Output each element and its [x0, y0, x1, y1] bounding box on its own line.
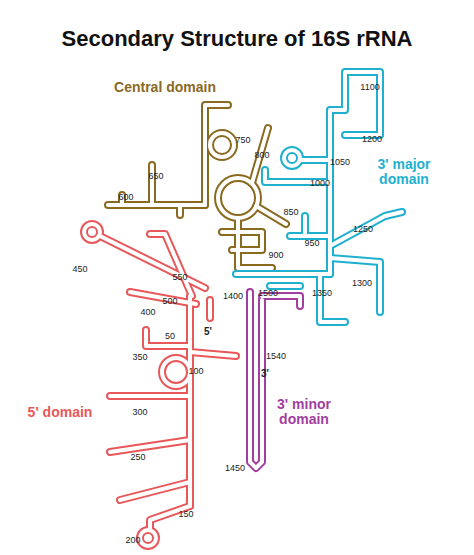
position-number: 350 [132, 353, 147, 363]
position-number: 1100 [360, 83, 379, 93]
position-number: 50 [165, 332, 175, 342]
position-number: 600 [118, 193, 133, 203]
position-number: 1450 [225, 464, 245, 474]
position-number: 950 [304, 239, 319, 249]
position-number: 450 [72, 265, 87, 275]
position-number: 1400 [223, 292, 243, 302]
position-number: 1250 [353, 225, 373, 235]
domain-label: 5' domain [28, 405, 93, 420]
position-number: 800 [254, 151, 269, 161]
diagram-title: Secondary Structure of 16S rRNA [0, 26, 474, 52]
position-number: 1000 [310, 179, 330, 189]
position-number: 1540 [266, 352, 286, 362]
domain-label: Central domain [114, 80, 216, 95]
position-number: 1500 [258, 289, 278, 299]
position-number: 850 [283, 208, 298, 218]
position-number: 1200 [362, 135, 382, 145]
position-number: 900 [268, 251, 283, 261]
position-number: 250 [130, 453, 145, 463]
position-number: 150 [178, 510, 193, 520]
strand-end: 3' [261, 368, 269, 379]
position-number: 500 [162, 297, 177, 307]
position-number: 1350 [312, 289, 332, 299]
position-number: 750 [235, 136, 250, 146]
position-number: 650 [148, 172, 163, 182]
strand-end: 5' [204, 326, 212, 337]
position-number: 100 [188, 367, 203, 377]
position-number: 1050 [330, 158, 350, 168]
position-number: 300 [132, 408, 147, 418]
position-number: 1300 [352, 279, 372, 289]
position-number: 200 [125, 536, 140, 546]
domain-label: 3' minor domain [268, 397, 340, 428]
domain-label: 3' major domain [368, 157, 440, 188]
position-number: 400 [140, 308, 155, 318]
position-number: 550 [172, 273, 187, 283]
